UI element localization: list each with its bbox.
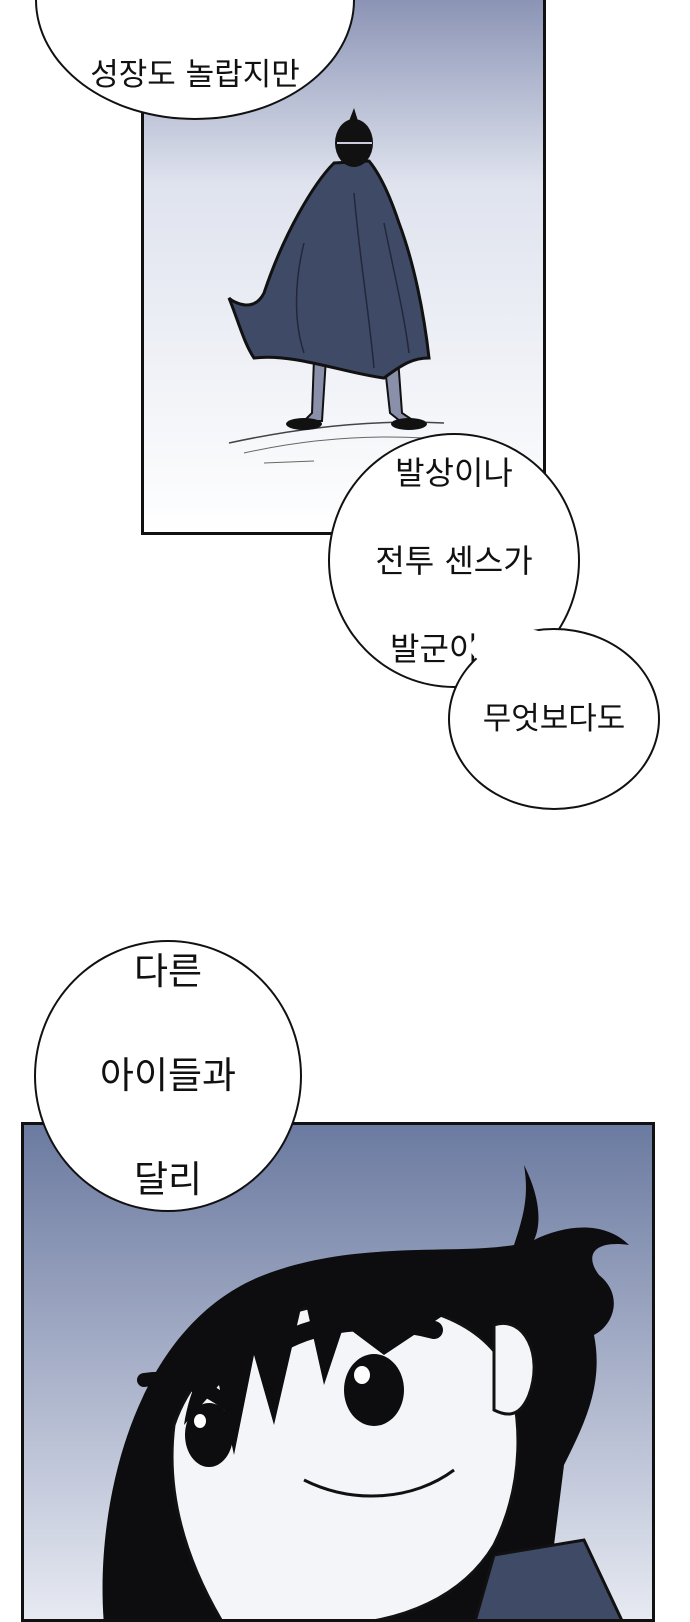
panel-face-closeup: [21, 1122, 655, 1622]
speech-line-1: 발상이나: [395, 453, 513, 492]
speech-text-bottom: 다른 아이들과 달리: [100, 894, 236, 1258]
face-closeup-illustration: [24, 1125, 652, 1619]
speech-line-2: 전투 센스가: [375, 541, 533, 580]
speech-text-small: 무엇보다도: [482, 701, 626, 737]
speech-bubble-bottom: 다른 아이들과 달리: [34, 940, 302, 1212]
speech-line-2: 아이들과: [99, 1054, 237, 1097]
bubble-join: [470, 628, 560, 668]
speech-line-3: 달리: [133, 1158, 203, 1201]
speech-line-1: 다른: [133, 950, 203, 993]
speech-text-top: 성장도 놀랍지만: [90, 57, 300, 93]
